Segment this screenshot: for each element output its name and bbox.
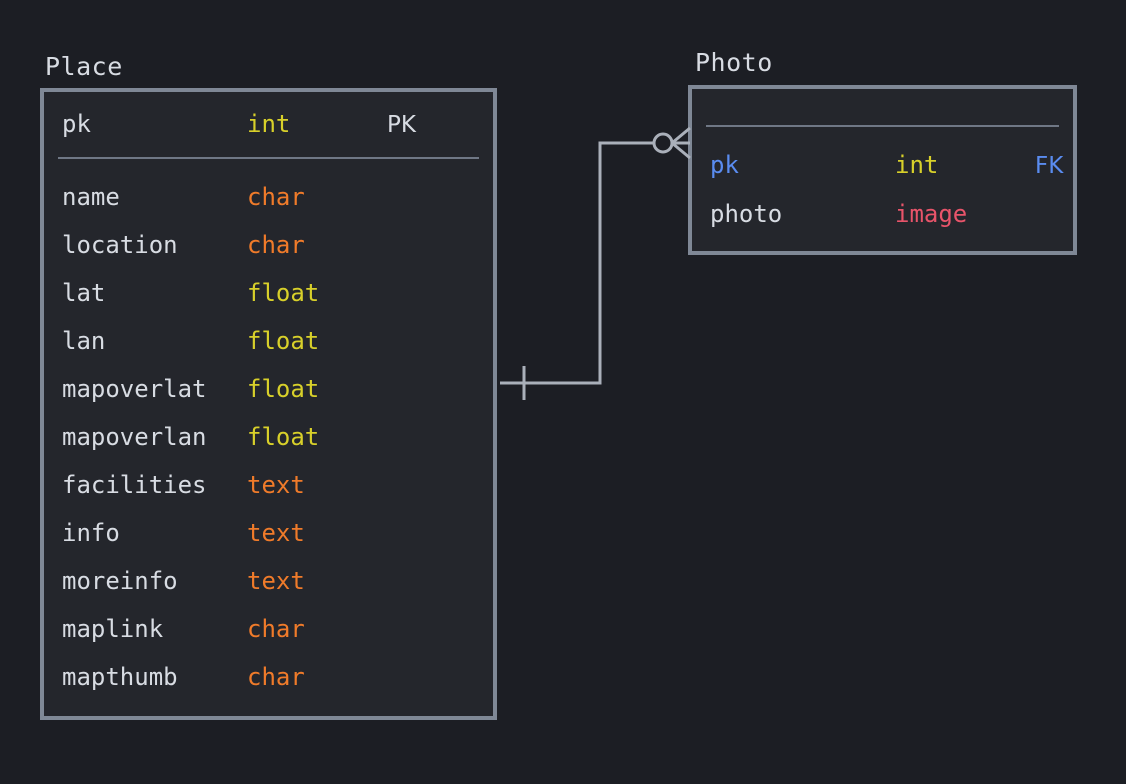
entity-place[interactable]: pk int PK name char location char lat fl… — [40, 88, 497, 720]
field-row[interactable]: lan float — [62, 317, 475, 365]
entity-photo-divider — [706, 125, 1059, 127]
field-row[interactable]: pk int FK — [710, 141, 1063, 190]
field-type: float — [247, 327, 320, 355]
field-type: char — [247, 615, 305, 643]
relationship-line — [500, 141, 654, 385]
field-name: facilities — [62, 471, 207, 499]
field-name: location — [62, 231, 178, 259]
field-name: lat — [62, 279, 106, 307]
field-row[interactable]: photo image — [710, 190, 1055, 238]
field-name: photo — [710, 200, 783, 228]
field-key-badge: FK — [1035, 153, 1064, 179]
field-type: text — [247, 471, 305, 499]
field-row[interactable]: name char — [62, 173, 475, 221]
field-row[interactable]: mapoverlan float — [62, 413, 475, 461]
field-name: moreinfo — [62, 567, 178, 595]
field-name: lan — [62, 327, 106, 355]
field-name: name — [62, 183, 120, 211]
entity-place-header: pk int PK — [44, 92, 493, 157]
field-type: char — [247, 663, 305, 691]
field-type: char — [247, 183, 305, 211]
field-name: maplink — [62, 615, 164, 643]
field-name: mapoverlan — [62, 423, 207, 451]
field-key-badge: PK — [387, 112, 416, 138]
entity-photo-body: pk int FK photo image — [692, 127, 1073, 248]
entity-place-divider — [58, 157, 479, 159]
field-type: int — [895, 151, 939, 179]
field-type: float — [247, 423, 320, 451]
field-type: float — [247, 279, 320, 307]
cardinality-zero-circle — [652, 132, 674, 154]
field-row[interactable]: moreinfo text — [62, 557, 475, 605]
field-type: float — [247, 375, 320, 403]
entity-place-body: name char location char lat float lan fl… — [44, 159, 493, 711]
field-row[interactable]: pk int PK — [62, 106, 475, 143]
field-type: image — [895, 200, 968, 228]
field-name: pk — [710, 151, 739, 179]
field-type: int — [247, 110, 291, 138]
entity-photo-inner: pk int FK photo image — [692, 89, 1073, 251]
entity-title-place: Place — [45, 52, 123, 81]
field-name: mapthumb — [62, 663, 178, 691]
field-type: char — [247, 231, 305, 259]
field-row[interactable]: maplink char — [62, 605, 475, 653]
field-name: info — [62, 519, 120, 547]
entity-photo-header — [692, 89, 1073, 125]
field-name: mapoverlat — [62, 375, 207, 403]
field-row[interactable]: lat float — [62, 269, 475, 317]
field-type: text — [247, 567, 305, 595]
field-name: pk — [62, 110, 91, 138]
field-row[interactable]: location char — [62, 221, 475, 269]
entity-place-inner: pk int PK name char location char lat fl… — [44, 92, 493, 716]
field-type: text — [247, 519, 305, 547]
entity-photo[interactable]: pk int FK photo image — [688, 85, 1077, 255]
field-row[interactable]: mapoverlat float — [62, 365, 475, 413]
field-row[interactable]: info text — [62, 509, 475, 557]
field-row[interactable]: mapthumb char — [62, 653, 475, 701]
field-row[interactable]: facilities text — [62, 461, 475, 509]
entity-title-photo: Photo — [695, 48, 773, 77]
